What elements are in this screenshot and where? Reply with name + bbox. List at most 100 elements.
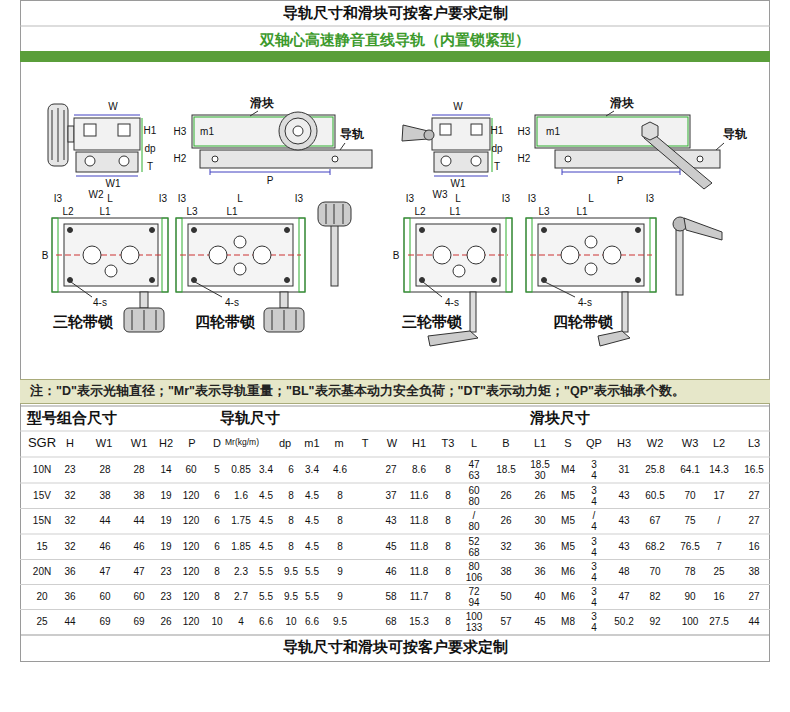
part-name: 滑块 xyxy=(250,97,274,110)
table-cell: 19 xyxy=(160,542,171,553)
table-cell: 2.3 xyxy=(234,567,248,578)
table-cell: 18.5 30 xyxy=(530,460,549,481)
end-view-lever-part xyxy=(471,156,481,166)
side-view-knob-part xyxy=(293,126,303,136)
table-cell: 15.3 xyxy=(409,617,428,628)
table-cell: 40 xyxy=(534,592,545,603)
dimension-label: L xyxy=(107,193,113,204)
table-cell: 9 xyxy=(337,567,343,578)
table-cell: 120 xyxy=(183,542,200,553)
column-header: H xyxy=(66,437,74,449)
table-cell: 17 xyxy=(713,491,724,502)
dimension-label: L1 xyxy=(576,206,587,217)
table-cell: 6 xyxy=(214,516,220,527)
plan-three-wheel-part xyxy=(56,255,164,256)
dimension-label: P xyxy=(267,175,274,186)
table-cell: 5 xyxy=(214,465,220,476)
part-name: 四轮带锁 xyxy=(553,314,613,331)
table-cell: M5 xyxy=(561,516,575,527)
table-cell: 75 xyxy=(684,516,695,527)
column-header: B xyxy=(502,437,509,449)
table-rules-part xyxy=(20,534,770,535)
table-cell: / 4 xyxy=(591,511,597,532)
table-cell: 18.5 xyxy=(496,465,515,476)
end-view-knob-part xyxy=(118,124,130,136)
dimension-label: L1 xyxy=(226,206,237,217)
table-cell: 26 xyxy=(160,617,171,628)
table-cell: 50 xyxy=(500,592,511,603)
end-view-lever-part xyxy=(434,152,488,172)
side-view-lever-part xyxy=(642,122,658,140)
table-cell: 43 xyxy=(385,516,396,527)
table-cell: 64.1 xyxy=(680,465,699,476)
table-cell: / 80 xyxy=(468,511,479,532)
table-cell: 8 xyxy=(445,542,451,553)
column-header: m1 xyxy=(304,437,319,449)
knob-side-picture xyxy=(318,202,351,286)
table-cell: 44 xyxy=(133,516,144,527)
plan-three-wheel-lever-part xyxy=(492,228,497,233)
table-rules-part xyxy=(20,609,770,610)
table-cell: 38 xyxy=(99,491,110,502)
table-cell: M5 xyxy=(561,491,575,502)
side-view-lever-part xyxy=(535,115,690,148)
plan-three-wheel-part xyxy=(140,292,148,308)
end-view-knob-part xyxy=(74,115,140,116)
dimension-label: dp xyxy=(491,143,502,154)
table-cell: 25 xyxy=(36,617,47,628)
plan-three-wheel-lever-part xyxy=(492,278,497,283)
table-cell: 47 xyxy=(618,592,629,603)
table-cell: 72 94 xyxy=(468,587,479,608)
side-view-lever-part xyxy=(565,156,571,162)
plan-four-wheel-lever-part xyxy=(598,331,630,346)
plan-four-wheel-lever-part xyxy=(542,228,547,233)
table-cell: 3 4 xyxy=(591,612,597,633)
plan-four-wheel-part xyxy=(209,246,227,264)
plan-four-wheel-part xyxy=(192,278,197,283)
plan-three-wheel-lever-part xyxy=(404,218,512,292)
part-name: 三轮带锁 xyxy=(53,314,113,331)
column-header: H1 xyxy=(412,437,426,449)
plan-three-wheel-part xyxy=(121,246,139,264)
plan-three-wheel-lever-part xyxy=(428,331,478,346)
table-cell: 20 xyxy=(36,592,47,603)
table-cell: 90 xyxy=(684,592,695,603)
dimension-label: T xyxy=(494,161,500,172)
table-rules-part xyxy=(20,508,770,509)
table-cell: 58 xyxy=(385,592,396,603)
table-cell: 23 xyxy=(160,567,171,578)
table-rules xyxy=(20,406,770,635)
table-cell: 16.5 xyxy=(744,465,763,476)
lever-side-picture-part xyxy=(676,230,683,295)
table-cell: 23 xyxy=(64,465,75,476)
end-view-knob-part xyxy=(64,110,65,160)
column-header: W1 xyxy=(96,437,113,449)
plan-three-wheel-part xyxy=(124,308,164,332)
end-view-lever-part xyxy=(432,118,490,150)
table-cell: 25.8 xyxy=(645,465,664,476)
dimension-label: H3 xyxy=(174,126,187,137)
table-cell: M4 xyxy=(561,465,575,476)
banner-text: 导轨尺寸和滑块可按客户要求定制 xyxy=(283,639,508,656)
table-cell: 1.6 xyxy=(234,491,248,502)
column-header: dp xyxy=(279,437,291,449)
plan-three-wheel-part xyxy=(156,310,157,330)
table-cell: 6 xyxy=(214,542,220,553)
dimension-label: I3 xyxy=(502,193,510,204)
plan-four-wheel-part xyxy=(272,310,273,330)
table-cell: 120 xyxy=(183,491,200,502)
table-cell: 9.5 xyxy=(284,567,298,578)
table-rules-part xyxy=(20,559,770,560)
table-cell: 4.5 xyxy=(259,516,273,527)
table-cell: 23 xyxy=(160,592,171,603)
dimension-label: 4-s xyxy=(93,297,107,308)
table-cell: 4.6 xyxy=(333,465,347,476)
table-cell: 8 xyxy=(337,542,343,553)
table-cell: 44 xyxy=(748,617,759,628)
dimension-label: 4-s xyxy=(578,297,592,308)
column-header: m xyxy=(334,437,343,449)
table-cell: 27 xyxy=(385,465,396,476)
table-cell: 20N xyxy=(33,567,51,578)
table-cell: 47 xyxy=(133,567,144,578)
